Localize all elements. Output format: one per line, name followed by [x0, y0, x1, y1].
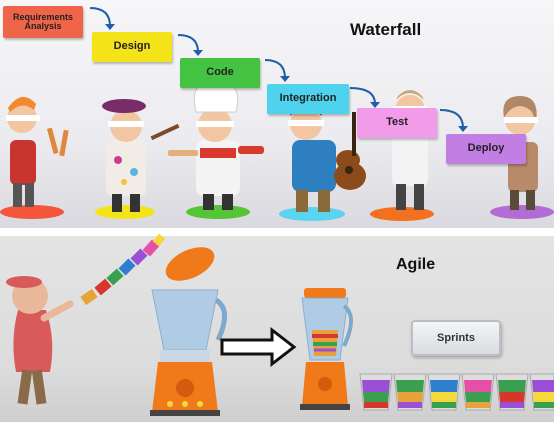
- floor-disc-orange: [370, 207, 434, 221]
- agile-process-arrow: [220, 326, 297, 368]
- sprint-cup-2: [393, 373, 427, 411]
- floor-disc-red: [0, 205, 64, 219]
- arrow-requirements-to-design: [89, 7, 111, 27]
- agile-title: Agile: [396, 256, 436, 273]
- arrow-code-to-integration: [264, 59, 286, 79]
- waterfall-arrowheads: [105, 24, 468, 132]
- person-design: [102, 99, 180, 212]
- blender-large: [150, 247, 227, 416]
- sprints-button: Sprints: [411, 320, 501, 356]
- person-integration: [288, 104, 366, 212]
- step-requirements-analysis: Requirements Analysis: [3, 6, 83, 38]
- blender-small: [300, 288, 353, 410]
- step-design: Design: [92, 32, 172, 62]
- sprint-cup-1: [359, 373, 393, 411]
- arrow-design-to-code: [177, 34, 199, 53]
- arrow-integration-to-test: [349, 87, 376, 105]
- panel-divider: [0, 228, 554, 236]
- waterfall-arrows: [89, 7, 464, 129]
- step-deploy: Deploy: [446, 134, 526, 164]
- sprint-cup-4: [461, 373, 495, 411]
- waterfall-title: Waterfall: [350, 20, 422, 39]
- agile-thrower: [6, 276, 74, 405]
- step-code: Code: [180, 58, 260, 88]
- person-code: [168, 76, 264, 210]
- person-requirements: [6, 96, 69, 207]
- step-test: Test: [357, 108, 437, 138]
- thrown-blocks: [80, 233, 166, 306]
- sprint-cup-5: [495, 373, 529, 411]
- floor-disc-green: [186, 205, 250, 219]
- sprint-cup-6: [529, 373, 554, 411]
- floor-disc-purple: [490, 205, 554, 219]
- floor-disc-cyan: [279, 207, 345, 221]
- step-integration: Integration: [267, 84, 349, 114]
- arrow-test-to-deploy: [439, 109, 464, 129]
- sprint-cups: [359, 373, 554, 411]
- floor-disc-yellow: [95, 205, 155, 219]
- sprint-cup-3: [427, 373, 461, 411]
